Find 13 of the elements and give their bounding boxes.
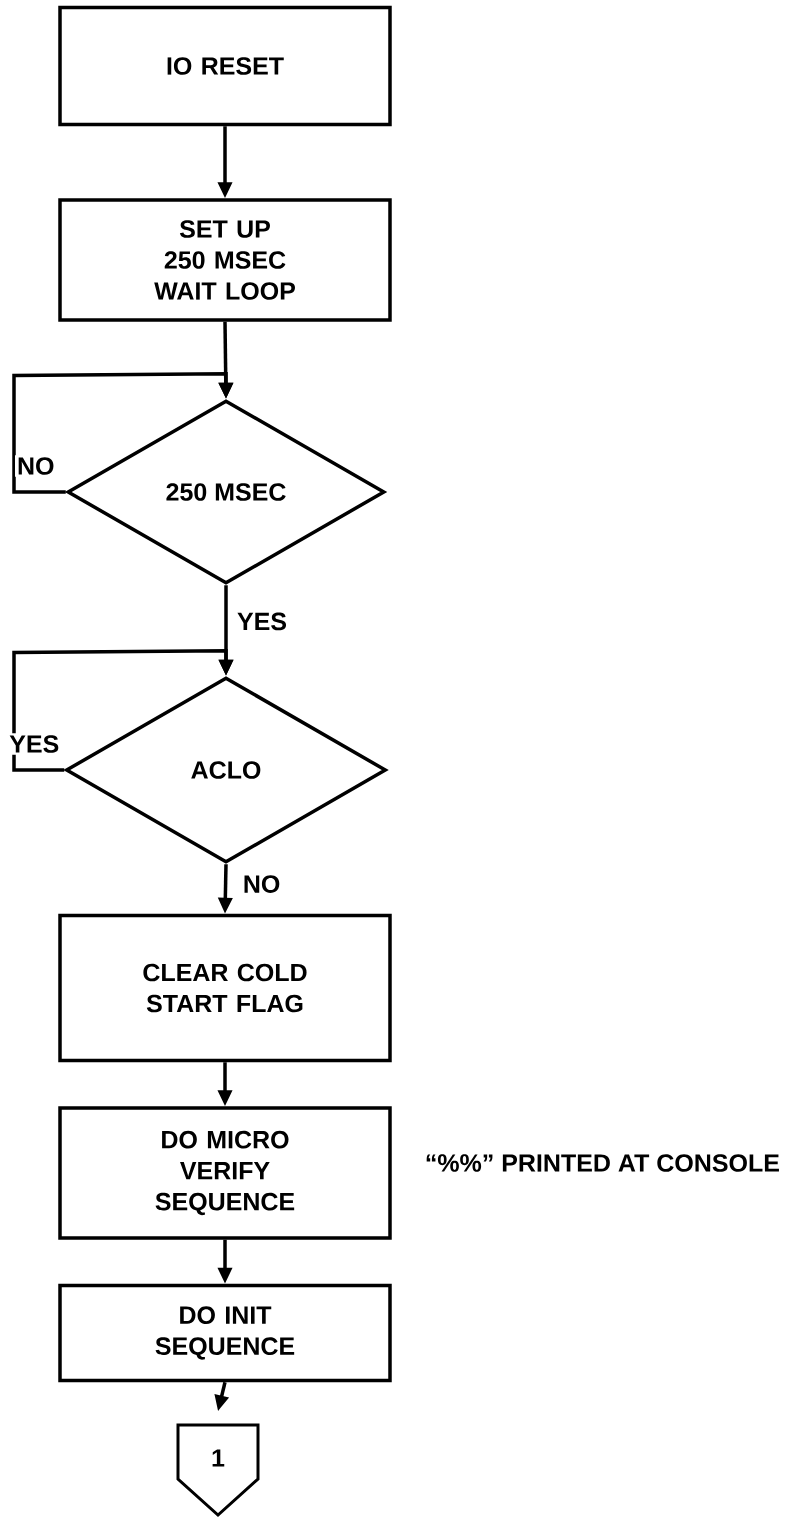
process-box: DO INIT SEQUENCE: [58, 1283, 392, 1383]
process-box: IO RESET: [58, 5, 392, 127]
arrow: [12, 372, 234, 494]
process-box: CLEAR COLD START FLAG: [58, 913, 392, 1063]
edge-label: YES: [7, 733, 62, 755]
edge-label: NO: [15, 455, 57, 477]
process-box: DO MICRO VERIFY SEQUENCE: [58, 1106, 392, 1240]
note-text: “%%” PRINTED AT CONSOLE: [426, 1154, 779, 1172]
process-box: SET UP 250 MSEC WAIT LOOP: [58, 198, 392, 322]
arrow: [12, 649, 234, 772]
edge-label: NO: [240, 873, 283, 895]
edge-label: YES: [235, 610, 289, 633]
off-page-connector: 1: [176, 1423, 260, 1518]
